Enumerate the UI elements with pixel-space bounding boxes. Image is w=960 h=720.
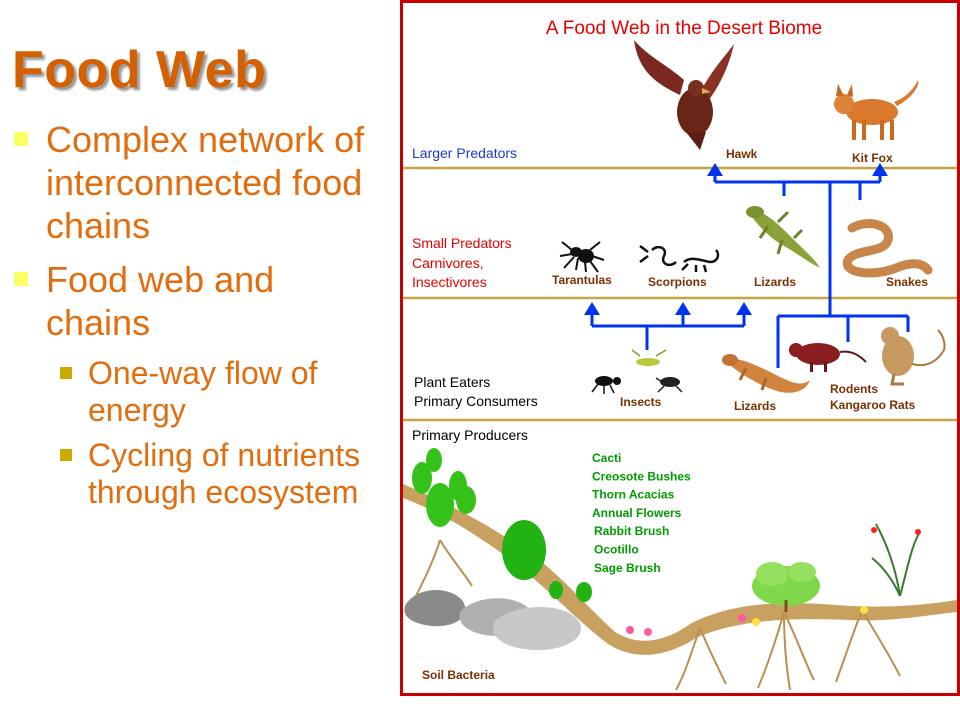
flower-icon bbox=[626, 527, 921, 636]
energy-arrows bbox=[590, 172, 910, 368]
rock-icon bbox=[404, 589, 582, 651]
ocotillo-icon bbox=[871, 523, 921, 597]
sub-bullet-square-icon bbox=[60, 449, 72, 461]
kangaroo-rat-icon bbox=[881, 327, 946, 386]
organism-label-lizards-bottom: Lizards bbox=[734, 399, 776, 413]
organism-label-kangaroo-rats: Kangaroo Rats bbox=[830, 398, 916, 412]
ground-scene bbox=[403, 484, 957, 691]
lizard-icon bbox=[746, 206, 820, 268]
level-label-primary-producers: Primary Producers bbox=[412, 427, 528, 443]
organism-label-snakes: Snakes bbox=[886, 275, 928, 289]
organism-label-scorpions: Scorpions bbox=[648, 275, 707, 289]
rodent-icon bbox=[789, 343, 867, 372]
level-label-insectivores: Insectivores bbox=[412, 274, 487, 290]
sub-bullet-item: Cycling of nutrients through ecosystem bbox=[60, 437, 384, 511]
sub-bullet-list: One-way flow of energy Cycling of nutrie… bbox=[60, 355, 384, 511]
level-lines bbox=[403, 166, 957, 422]
organism-label-tarantulas: Tarantulas bbox=[552, 273, 612, 287]
plant-label: Annual Flowers bbox=[592, 506, 682, 520]
arrow-head-icon bbox=[736, 302, 752, 315]
level-label-plant-eaters: Plant Eaters bbox=[414, 374, 490, 390]
food-web-diagram: A Food Web in the Desert Biome Larger Pr… bbox=[400, 0, 960, 696]
arrow-head-icon bbox=[872, 163, 888, 176]
bullet-text: Complex network of interconnected food c… bbox=[46, 119, 365, 246]
organism-label-kit-fox: Kit Fox bbox=[852, 151, 893, 165]
arrow-head-icon bbox=[675, 302, 691, 315]
plant-label: Sage Brush bbox=[594, 561, 661, 575]
bullet-square-icon bbox=[14, 132, 28, 146]
organism-label-hawk: Hawk bbox=[726, 147, 758, 161]
organism-label-rodents: Rodents bbox=[830, 382, 878, 396]
bullet-square-icon bbox=[14, 272, 28, 286]
bullet-item: Food web and chains bbox=[14, 258, 384, 344]
snake-icon bbox=[842, 219, 933, 278]
plant-label: Thorn Acacias bbox=[592, 488, 675, 502]
level-label-carnivores: Carnivores, bbox=[412, 255, 484, 271]
slide-title: Food Web bbox=[12, 41, 267, 99]
organism-label-insects: Insects bbox=[620, 395, 662, 409]
level-label-small-predators: Small Predators bbox=[412, 235, 512, 251]
tarantula-icon bbox=[559, 241, 605, 273]
organism-label-lizards: Lizards bbox=[754, 275, 796, 289]
sub-bullet-text: Cycling of nutrients through ecosystem bbox=[88, 437, 361, 510]
scorpion-icon bbox=[639, 245, 720, 273]
organism-label-soil-bacteria: Soil Bacteria bbox=[422, 668, 495, 682]
bullet-list: Complex network of interconnected food c… bbox=[14, 118, 384, 519]
hawk-icon bbox=[634, 40, 734, 150]
arrow-head-icon bbox=[584, 302, 600, 315]
bullet-text: Food web and chains bbox=[46, 259, 275, 343]
bullet-item: Complex network of interconnected food c… bbox=[14, 118, 384, 247]
level-label-larger-predators: Larger Predators bbox=[412, 145, 517, 161]
lizard-icon bbox=[722, 354, 810, 393]
sub-bullet-text: One-way flow of energy bbox=[88, 355, 318, 428]
shrub-icon bbox=[752, 562, 820, 612]
arrow-head-icon bbox=[707, 163, 723, 176]
cactus-icon bbox=[412, 448, 592, 602]
arrow-heads bbox=[584, 163, 888, 315]
sub-bullet-item: One-way flow of energy bbox=[60, 355, 384, 429]
insect-icon bbox=[591, 349, 683, 394]
food-web-svg: A Food Web in the Desert Biome Larger Pr… bbox=[400, 0, 960, 696]
level-label-primary-consumers: Primary Consumers bbox=[414, 393, 538, 409]
plant-label: Ocotillo bbox=[594, 543, 639, 557]
sub-bullet-square-icon bbox=[60, 367, 72, 379]
plant-label: Creosote Bushes bbox=[592, 469, 691, 483]
plant-label: Rabbit Brush bbox=[594, 524, 669, 538]
kit-fox-icon bbox=[834, 80, 919, 140]
diagram-title: A Food Web in the Desert Biome bbox=[546, 18, 822, 39]
plant-label: Cacti bbox=[592, 451, 621, 465]
